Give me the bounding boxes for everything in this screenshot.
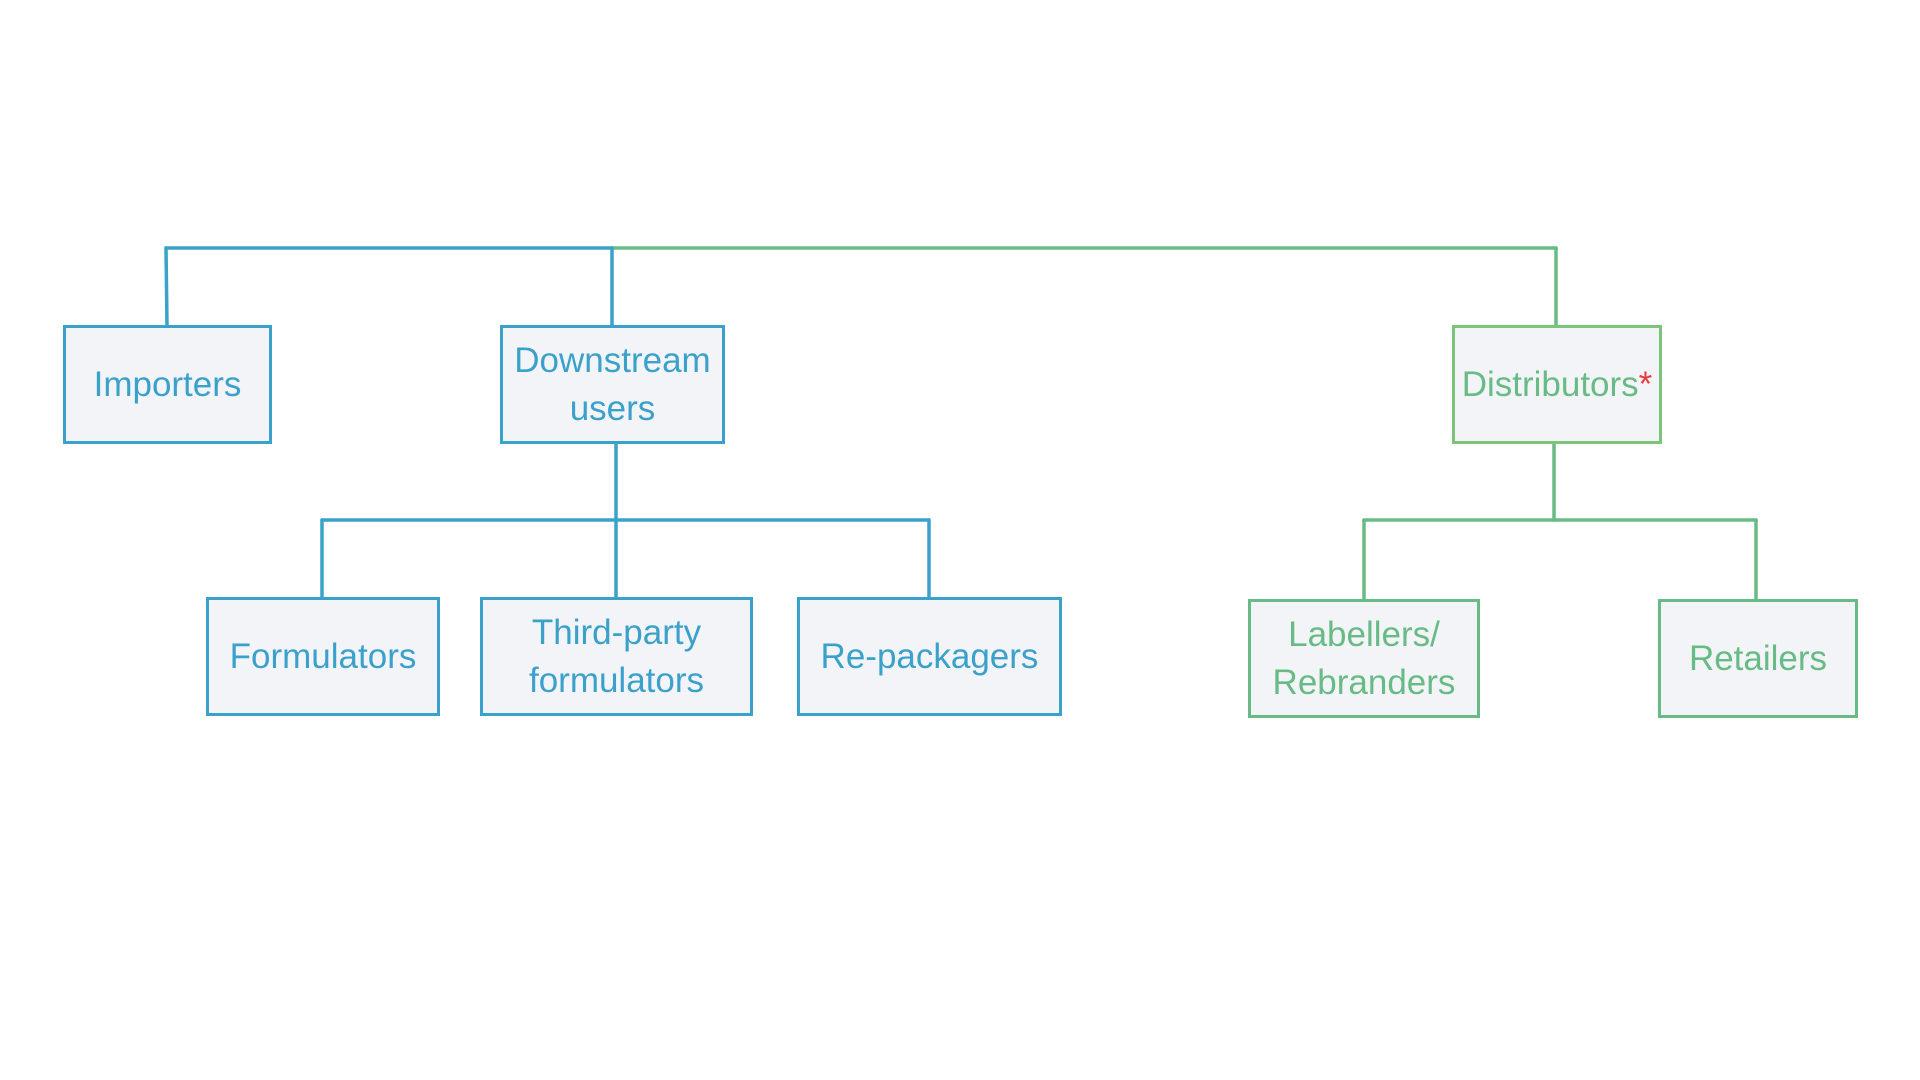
node-downstream-users-label-line-2: users (569, 388, 656, 428)
node-third-party-formulators-label-line-1: Third-party (531, 612, 702, 652)
node-third-party-formulators: Third-party formulators (480, 597, 753, 716)
node-labellers-rebranders-label-line-1: Labellers/ (1288, 614, 1440, 654)
connector-to-importers (164, 246, 169, 327)
node-re-packagers: Re-packagers (797, 597, 1062, 716)
distributors-asterisk: * (1638, 364, 1653, 404)
node-re-packagers-label: Re-packagers (820, 636, 1039, 676)
node-retailers-label: Retailers (1688, 638, 1828, 678)
node-labellers-rebranders-label-line-2: Rebranders (1272, 662, 1456, 702)
node-labellers-rebranders: Labellers/ Rebranders (1248, 599, 1480, 718)
node-distributors: Distributors* (1452, 325, 1662, 444)
node-importers: Importers (63, 325, 272, 444)
node-formulators: Formulators (206, 597, 440, 716)
node-downstream-users: Downstream users (500, 325, 725, 444)
node-downstream-users-label-line-1: Downstream (514, 340, 711, 380)
node-importers-label: Importers (93, 364, 242, 404)
node-third-party-formulators-label-line-2: formulators (528, 660, 705, 700)
node-retailers: Retailers (1658, 599, 1858, 718)
node-formulators-label: Formulators (229, 636, 417, 676)
node-distributors-label: Distributors (1461, 364, 1639, 404)
